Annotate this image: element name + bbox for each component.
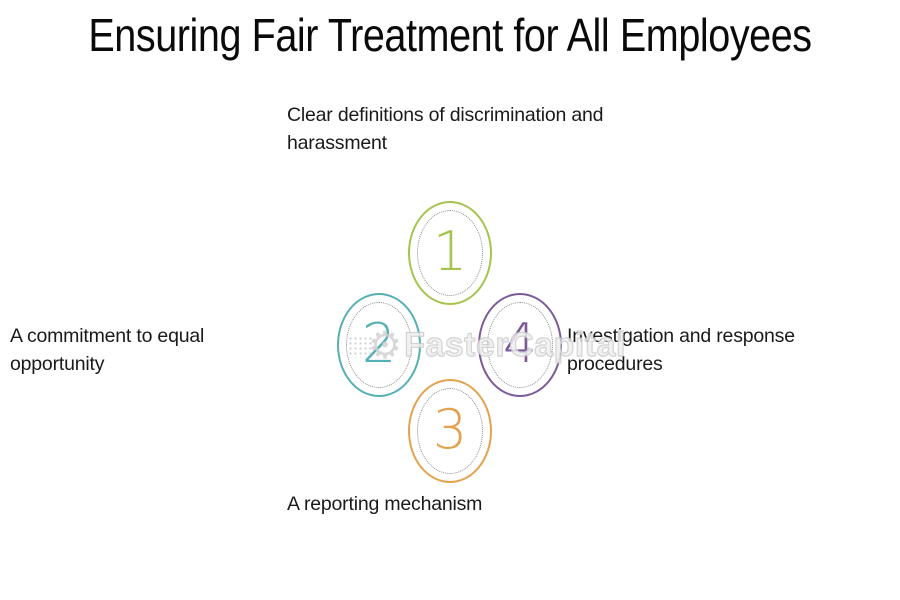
step-number-1: 1 xyxy=(432,220,468,283)
step-circle-3-dotted-ring: 3 xyxy=(417,388,483,474)
step-label-4: Investigation and response procedures xyxy=(567,325,795,375)
step-circle-1-dotted-ring: 1 xyxy=(417,210,483,296)
step-circle-2: 2 xyxy=(337,293,421,397)
step-circle-4-dotted-ring: 4 xyxy=(487,302,553,388)
step-label-3: A reporting mechanism xyxy=(287,493,483,515)
page-title: Ensuring Fair Treatment for All Employee… xyxy=(88,9,812,61)
step-number-3: 3 xyxy=(432,398,468,461)
step-circle-4: 4 xyxy=(478,293,562,397)
step-number-2: 2 xyxy=(361,312,397,375)
step-number-4: 4 xyxy=(502,312,538,375)
step-circle-3: 3 xyxy=(408,379,492,483)
step-label-1: Clear definitions of discrimination and … xyxy=(287,104,604,154)
step-circle-2-dotted-ring: 2 xyxy=(346,302,412,388)
step-circle-1: 1 xyxy=(408,201,492,305)
step-label-2: A commitment to equal opportunity xyxy=(10,325,205,375)
